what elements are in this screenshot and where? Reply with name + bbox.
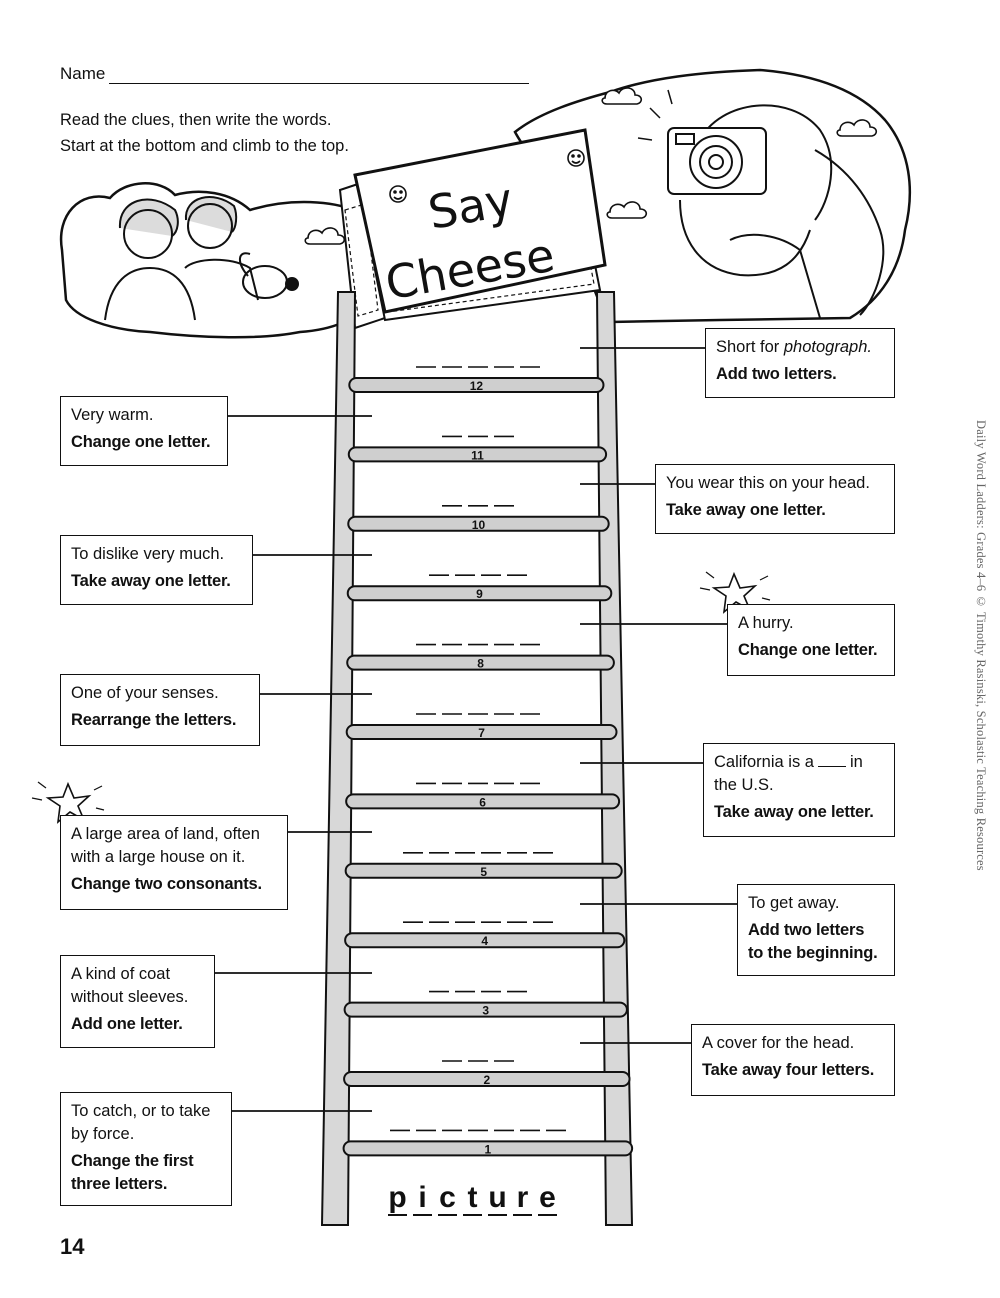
name-row: Name [60, 64, 530, 84]
clue-9-text: To dislike very much. [71, 545, 225, 563]
clue-5-instruction: Change two consonants. [71, 875, 262, 893]
clue-4: To get away. Add two letters to the begi… [737, 884, 895, 976]
clue-2: A cover for the head. Take away four let… [691, 1024, 895, 1096]
clue-2-text: A cover for the head. [702, 1034, 855, 1052]
start-word-letter: t [463, 1182, 482, 1216]
clue-8-instruction: Change one letter. [738, 641, 878, 659]
ladder-rung [348, 377, 605, 393]
clue-4-instruction-line1: Add two letters [748, 921, 865, 939]
clue-6: California is a in the U.S. Take away one… [703, 743, 895, 837]
ladder-rung [345, 793, 621, 810]
clue-7-instruction: Rearrange the letters. [71, 711, 237, 729]
clue-7: One of your senses. Rearrange the letter… [60, 674, 260, 746]
clue-9-instruction: Take away one letter. [71, 572, 231, 590]
clue-10-text: You wear this on your head. [666, 474, 870, 492]
clue-12-text: Short for [716, 338, 784, 356]
kids-illustration [104, 196, 299, 321]
clue-3: A kind of coat without sleeves. Add one … [60, 955, 215, 1048]
instructions: Read the clues, then write the words. St… [60, 107, 349, 159]
rung-number: 5 [480, 865, 487, 879]
clue-1: To catch, or to take by force. Change th… [60, 1092, 232, 1206]
rung-number: 8 [477, 657, 484, 671]
clue-12-italic: photograph. [783, 338, 872, 356]
ladder-rung [347, 446, 608, 463]
ladder-rung [343, 1001, 628, 1018]
name-input-line[interactable] [109, 67, 530, 84]
ladder-rung [345, 724, 618, 740]
clue-9: To dislike very much. Take away one lett… [60, 535, 253, 605]
rung-number: 12 [470, 379, 484, 393]
star-icon [45, 571, 758, 824]
ladder-rung [344, 862, 623, 879]
clue-4-text: To get away. [748, 894, 840, 912]
rung-number: 3 [482, 1004, 489, 1018]
clue-6-blank [817, 754, 846, 767]
girl-with-camera-illustration [667, 104, 885, 319]
clue-12: Short for photograph. Add two letters. [705, 328, 895, 398]
scene-cloud-outline [59, 182, 372, 339]
ladder-rung [342, 1140, 634, 1157]
say-cheese-banner: Say Cheese [338, 128, 607, 330]
instruction-line-1: Read the clues, then write the words. [60, 111, 332, 129]
clue-6-instruction: Take away one letter. [714, 803, 874, 821]
clue-3-instruction: Add one letter. [71, 1015, 183, 1033]
clue-5-text-line2: with a large house on it. [71, 848, 246, 866]
start-word-letter: i [413, 1182, 432, 1216]
start-word-letter: e [538, 1181, 557, 1216]
clue-6-text-line2: the U.S. [714, 776, 774, 794]
ladder-rung [344, 932, 626, 949]
rung-number: 4 [481, 934, 488, 948]
clue-1-text-line2: by force. [71, 1125, 135, 1143]
rung-number: 9 [476, 587, 483, 601]
ladder-rung [347, 515, 610, 532]
side-credit: Daily Word Ladders: Grades 4–6 © Timothy… [974, 420, 988, 871]
clue-8: A hurry. Change one letter. [727, 604, 895, 676]
rung-number: 7 [478, 726, 485, 740]
clue-11-instruction: Change one letter. [71, 433, 211, 451]
clue-5-text-line1: A large area of land, often [71, 825, 260, 843]
smiley-icon [389, 149, 585, 203]
rung-number: 10 [472, 518, 486, 532]
clue-connector-lines [214, 347, 737, 1112]
ladder-rung [346, 585, 613, 602]
clue-3-text-line2: without sleeves. [71, 988, 189, 1006]
clue-2-instruction: Take away four letters. [702, 1061, 875, 1079]
rung-number: 11 [471, 448, 484, 462]
clue-12-instruction: Add two letters. [716, 365, 837, 383]
flash-lines [637, 89, 673, 141]
start-word-letter: r [513, 1182, 532, 1216]
clue-11-text: Very warm. [71, 406, 154, 424]
clue-1-instruction-line1: Change the first [71, 1152, 194, 1170]
clue-6-text-before: California is a [714, 753, 814, 771]
rung-number: 6 [479, 795, 486, 809]
ladder-rung [346, 654, 615, 671]
instruction-line-2: Start at the bottom and climb to the top… [60, 137, 349, 155]
clue-1-instruction-line2: three letters. [71, 1175, 168, 1193]
clue-8-text: A hurry. [738, 614, 794, 632]
page-number: 14 [60, 1234, 85, 1259]
start-word-letter: p [388, 1181, 407, 1216]
star-sparkles [31, 571, 771, 811]
clue-1-text-line1: To catch, or to take [71, 1102, 211, 1120]
clue-7-text: One of your senses. [71, 684, 219, 702]
cloud-icon [304, 87, 878, 245]
clue-3-text-line1: A kind of coat [71, 965, 171, 983]
rung-number: 2 [483, 1073, 490, 1087]
start-word-letter: c [438, 1181, 457, 1216]
clue-4-instruction-line2: to the beginning. [748, 944, 878, 962]
clue-10-instruction: Take away one letter. [666, 501, 826, 519]
clue-5: A large area of land, often with a large… [60, 815, 288, 910]
clue-10: You wear this on your head. Take away on… [655, 464, 895, 534]
name-label: Name [60, 64, 106, 83]
clue-6-text-after: in [849, 753, 863, 771]
ladder-rung [343, 1071, 631, 1087]
clue-11: Very warm. Change one letter. [60, 396, 228, 466]
rung-number: 1 [485, 1142, 492, 1156]
start-word-letter: u [488, 1181, 507, 1216]
